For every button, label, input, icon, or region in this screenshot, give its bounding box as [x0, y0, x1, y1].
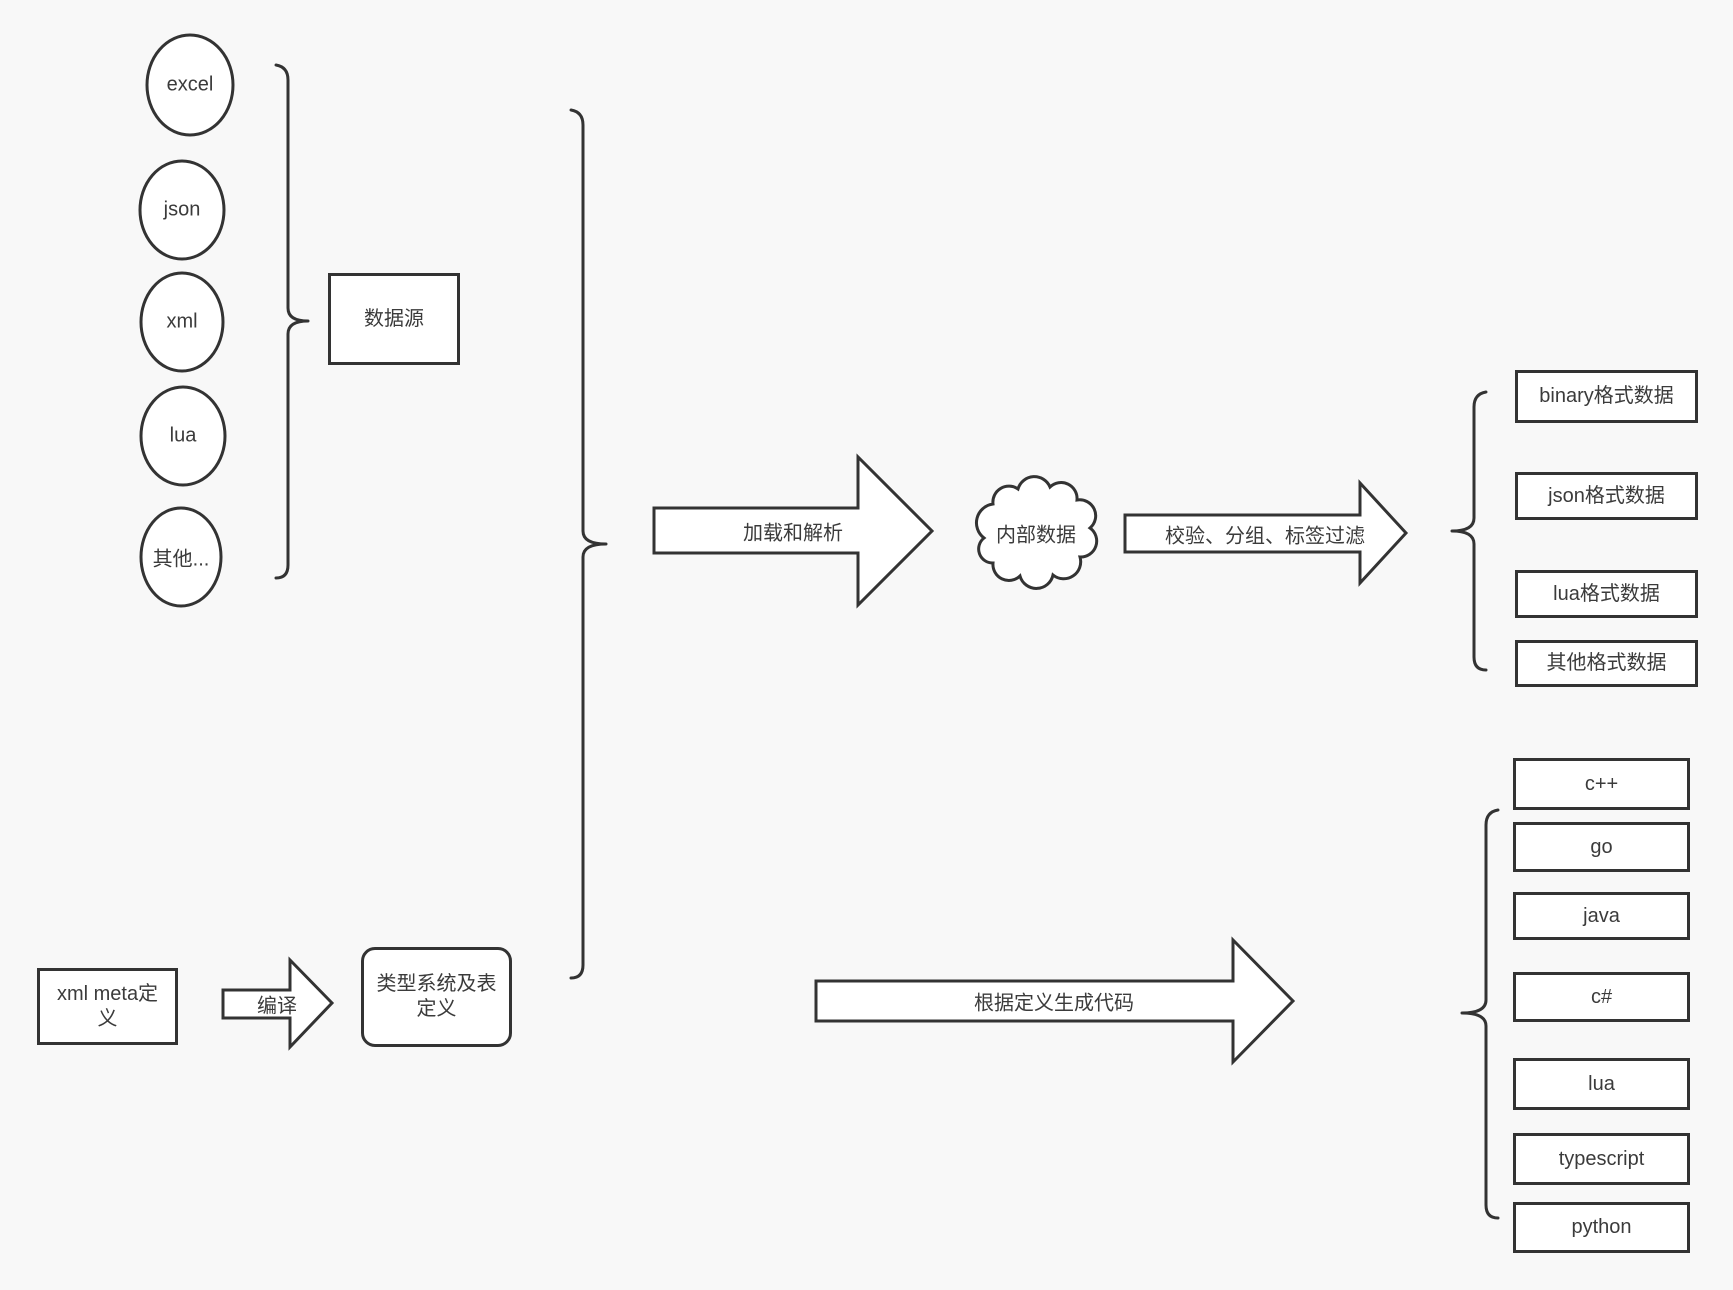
data-source-box: 数据源: [328, 273, 460, 365]
node-json-ellipse: [138, 159, 226, 261]
language-box-python-label: python: [1571, 1216, 1632, 1238]
output-box-binary-label: binary格式数据: [1539, 385, 1674, 407]
language-box-lua-label: lua: [1588, 1072, 1615, 1095]
inputs-big-brace: [569, 108, 608, 980]
node-excel-label: excel: [166, 73, 214, 96]
compile-arrow: [221, 956, 335, 1051]
language-box-go: go: [1513, 822, 1690, 872]
node-lua-label: lua: [169, 424, 197, 447]
data-source-box-label: 数据源: [364, 307, 424, 330]
language-box-java: java: [1513, 892, 1690, 940]
language-box-python: python: [1513, 1202, 1690, 1253]
node-json-label: json: [163, 198, 201, 221]
language-box-java-label: java: [1583, 904, 1620, 927]
output-box-other: 其他格式数据: [1515, 640, 1698, 687]
filter-arrow-label: 校验、分组、标签过滤: [1165, 525, 1365, 548]
output-box-binary: binary格式数据: [1515, 370, 1698, 423]
language-box-typescript-label: typescript: [1558, 1147, 1645, 1170]
languages-brace: [1460, 808, 1500, 1220]
generate-code-arrow-label: 根据定义生成代码: [974, 992, 1134, 1015]
node-lua-ellipse: [139, 385, 227, 487]
output-box-json: json格式数据: [1515, 472, 1698, 520]
language-box-typescript: typescript: [1513, 1133, 1690, 1185]
type-system-box-label: 类型系统及表定义: [376, 973, 497, 1020]
node-xml-label: xml: [166, 310, 198, 333]
node-xml-ellipse: [139, 271, 225, 373]
node-other-ellipse: [139, 506, 223, 608]
load-parse-arrow-label: 加载和解析: [743, 522, 843, 545]
node-other-label: 其他...: [152, 548, 210, 571]
generate-code-arrow: [814, 936, 1296, 1066]
sources-brace: [274, 63, 310, 580]
language-box-go-label: go: [1590, 835, 1613, 858]
output-box-other-label: 其他格式数据: [1546, 652, 1667, 674]
language-box-cpp: c++: [1513, 758, 1690, 810]
xml-meta-box: xml meta定义: [37, 968, 178, 1045]
filter-arrow: [1123, 479, 1409, 587]
internal-data-cloud-label: 内部数据: [996, 524, 1076, 547]
output-box-json-label: json格式数据: [1548, 484, 1665, 507]
language-box-csharp-label: c#: [1590, 985, 1613, 1008]
language-box-lua: lua: [1513, 1058, 1690, 1110]
output-box-lua-label: lua格式数据: [1553, 582, 1660, 605]
internal-data-cloud: [974, 475, 1099, 590]
type-system-box: 类型系统及表定义: [361, 947, 512, 1047]
node-excel-ellipse: [145, 33, 235, 137]
language-box-cpp-label: c++: [1584, 772, 1619, 795]
output-box-lua: lua格式数据: [1515, 570, 1698, 618]
outputs-brace: [1450, 390, 1488, 672]
xml-meta-box-label: xml meta定义: [56, 982, 159, 1030]
language-box-csharp: c#: [1513, 972, 1690, 1022]
load-parse-arrow: [652, 453, 935, 609]
compile-arrow-label: 编译: [257, 995, 297, 1018]
